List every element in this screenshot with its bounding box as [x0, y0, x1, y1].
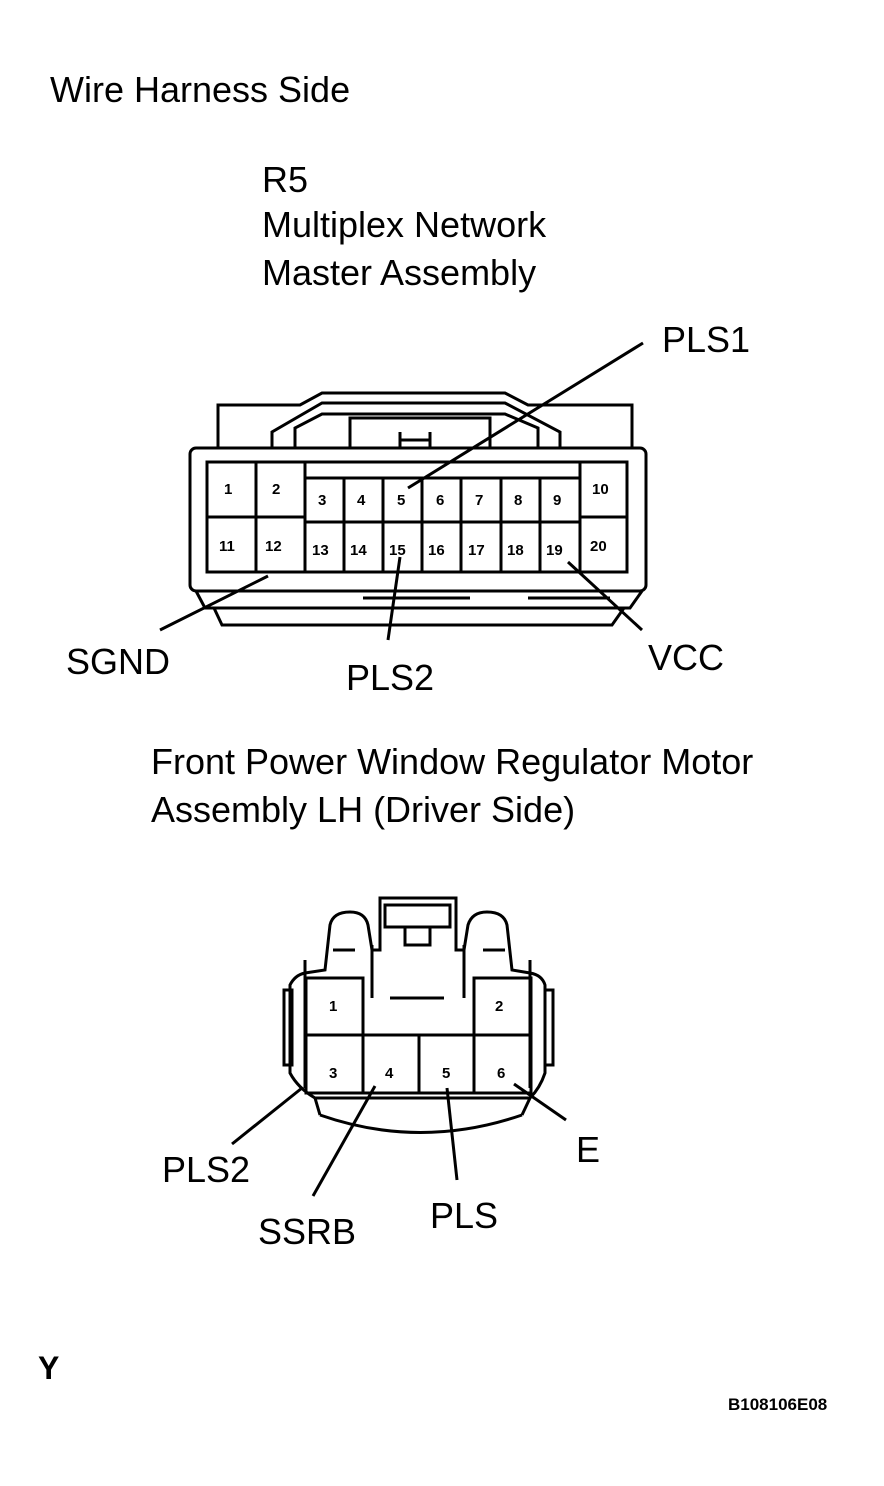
connector2-leaders [231, 1082, 567, 1197]
pin-9: 9 [553, 492, 562, 509]
callout-pls2: PLS2 [346, 657, 435, 698]
callout-sgnd: SGND [66, 641, 171, 682]
pin-5: 5 [397, 492, 406, 509]
c2-callout-pls2: PLS2 [162, 1149, 251, 1190]
pin-13: 13 [312, 542, 329, 559]
callout-pls1: PLS1 [662, 319, 751, 360]
pin-17: 17 [468, 542, 485, 559]
pls1-leader [407, 341, 644, 490]
pin-3: 3 [318, 492, 327, 509]
connector2-name-line1: Front Power Window Regulator Motor [151, 741, 754, 782]
pin-16: 16 [428, 542, 445, 559]
c2-pls2-leader [231, 1086, 303, 1146]
c2-pin-3: 3 [329, 1065, 338, 1082]
pin-2: 2 [272, 481, 281, 498]
pin-19: 19 [546, 542, 563, 559]
pin-1: 1 [224, 481, 233, 498]
pin-12: 12 [265, 538, 282, 555]
connector1-name-line2: Master Assembly [262, 252, 537, 293]
pin-18: 18 [507, 542, 524, 559]
pin-10: 10 [592, 481, 609, 498]
c2-pin-1: 1 [329, 998, 338, 1015]
connector1-housing [188, 391, 648, 627]
connector1-code: R5 [262, 159, 309, 200]
pin-8: 8 [514, 492, 523, 509]
c2-pin-4: 4 [385, 1065, 394, 1082]
wire-harness-side-label: Wire Harness Side [50, 69, 351, 110]
connector2-housing [282, 896, 555, 1134]
pin-11: 11 [219, 538, 235, 555]
pls-leader [445, 1087, 459, 1181]
connector1-leaders [159, 341, 644, 641]
connector2-name-line2: Assembly LH (Driver Side) [151, 789, 576, 830]
callout-pls: PLS [430, 1195, 499, 1236]
callout-vcc: VCC [648, 637, 725, 678]
pls2-leader [386, 556, 402, 641]
pin-6: 6 [436, 492, 445, 509]
vcc-leader [566, 560, 644, 632]
figure-code: B108106E08 [728, 1395, 828, 1414]
callout-ssrb: SSRB [258, 1211, 357, 1252]
sgnd-leader [159, 574, 269, 632]
connector1-name-line1: Multiplex Network [262, 204, 547, 245]
pin-7: 7 [475, 492, 484, 509]
e-leader [513, 1082, 567, 1122]
pin-4: 4 [357, 492, 366, 509]
pin-14: 14 [350, 542, 367, 559]
c2-pin-2: 2 [495, 998, 504, 1015]
ssrb-leader [311, 1085, 377, 1197]
pin-20: 20 [590, 538, 607, 555]
pin-15: 15 [389, 542, 406, 559]
c2-pin-6: 6 [497, 1065, 506, 1082]
c2-pin-5: 5 [442, 1065, 451, 1082]
corner-mark: Y [38, 1350, 60, 1386]
callout-e: E [576, 1129, 601, 1170]
